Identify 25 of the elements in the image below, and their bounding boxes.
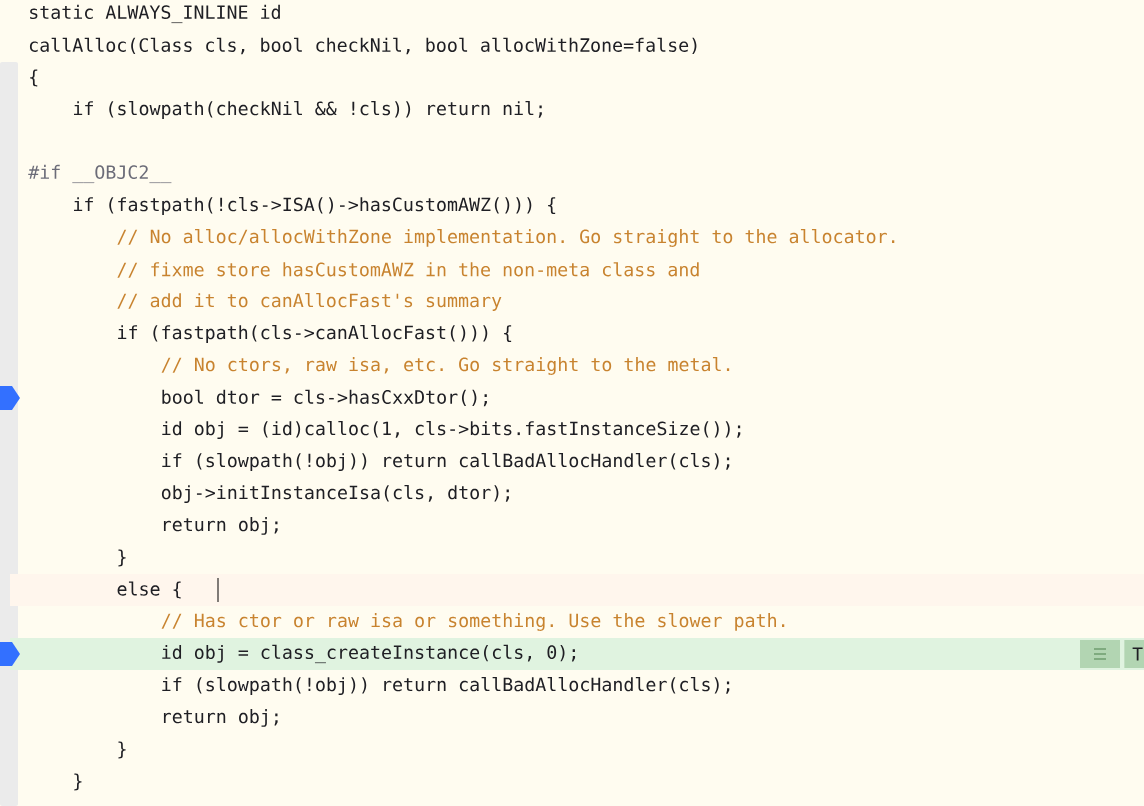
code-line: static ALWAYS_INLINE id [30,4,280,24]
code-line: // No ctors, raw isa, etc. Go straight to the metal. [161,357,730,375]
code-line: // Has ctor or raw isa or something. Use the slower path. [161,613,785,631]
code-line: if (slowpath(!obj)) return callBadAllocHandler(cls); [162,677,730,695]
code-line: bool dtor = cls->hasCxxDtor(); [162,389,487,407]
code-line: } [118,741,126,759]
code-line: id obj = class_createInstance(cls, 0); [162,644,576,664]
code-line: obj->initInstanceIsa(cls, dtor); [161,485,509,503]
code-line: if (slowpath(!obj)) return callBadAllocHandler(cls); [162,453,730,471]
code-line: } [118,549,126,567]
code-line: if (fastpath(!cls->ISA()->hasCustomAWZ())) { [74,197,556,215]
code-line: if (slowpath(checkNil && !cls)) return nil; [74,101,542,119]
code-line: } [74,773,82,791]
code-line: callAlloc(Class cls, bool checkNil, bool allocWithZone=false) [29,37,697,55]
status-badge: T [1124,640,1144,668]
code-line: if (fastpath(cls->canAllocFast())) { [118,325,512,343]
code-line: return obj; [163,709,278,727]
code-line: // add it to canAllocFast's summary [117,293,502,311]
code-line: // No alloc/allocWithZone implementation. Go straight to the allocator. [117,229,895,247]
code-line: return obj; [163,517,278,535]
code-line: id obj = (id)calloc(1, cls->bits.fastInstanceSize()); [162,421,741,439]
code-line: // fixme store hasCustomAWZ in the non-meta class and [117,262,699,278]
code-line: { [30,69,38,87]
code-line: #if __OBJC2__ [28,164,172,184]
code-line: else { [117,581,181,599]
